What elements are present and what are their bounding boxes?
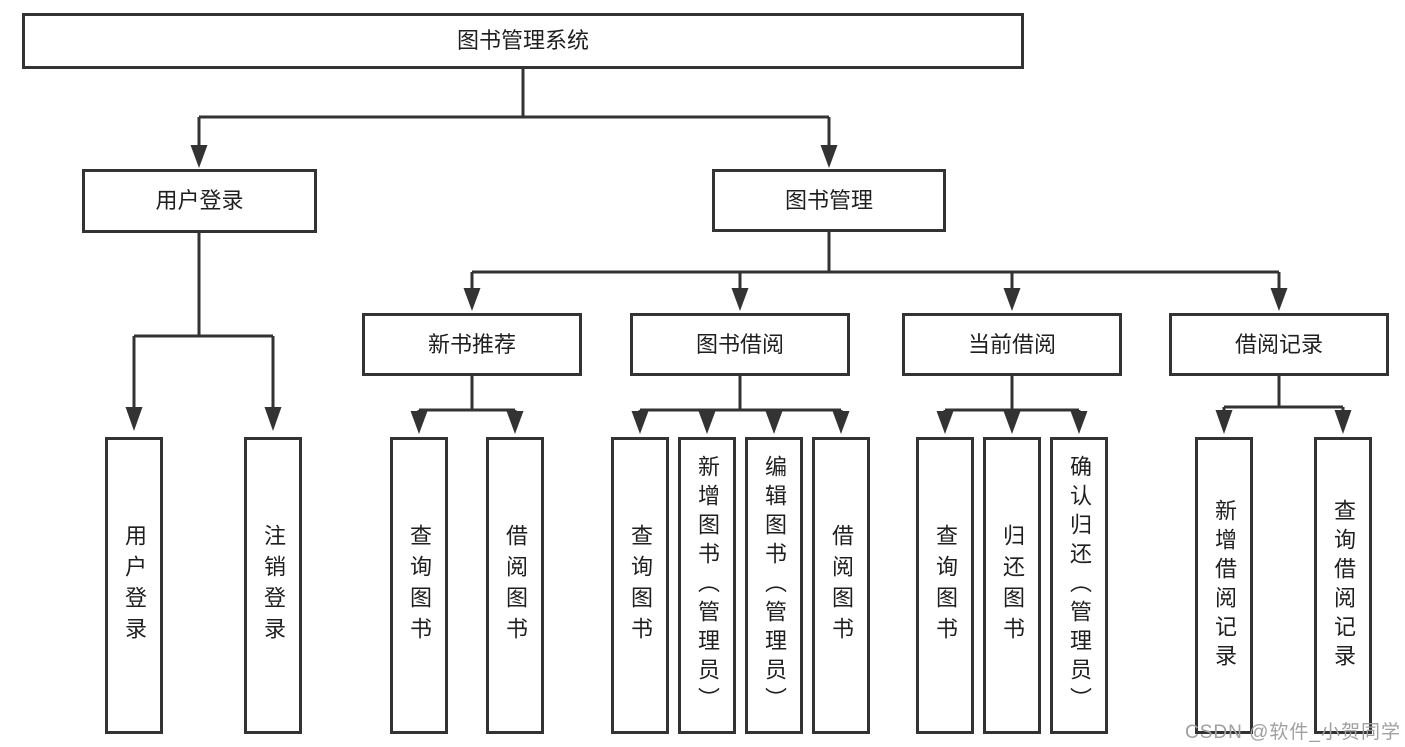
leaf-query-borrow-record: 查询借阅记录	[1314, 437, 1372, 734]
node-label: 借阅图书	[829, 523, 854, 648]
node-label: 确认归还（管理员）	[1067, 455, 1092, 716]
leaf-confirm-return-admin: 确认归还（管理员）	[1050, 437, 1108, 734]
leaf-edit-books-admin: 编辑图书（管理员）	[745, 437, 803, 734]
leaf-logout: 注销登录	[244, 437, 302, 734]
leaf-add-books-admin: 新增图书（管理员）	[678, 437, 736, 734]
node-label: 借阅记录	[1234, 331, 1323, 357]
node-book-borrow: 图书借阅	[630, 313, 850, 376]
node-label: 编辑图书（管理员）	[762, 455, 787, 716]
node-borrow-records: 借阅记录	[1169, 313, 1389, 376]
node-label: 图书管理	[784, 187, 873, 213]
node-label: 查询图书	[628, 523, 653, 648]
node-label: 用户登录	[155, 188, 244, 213]
leaf-return-books: 归还图书	[983, 437, 1041, 734]
node-label: 新增图书（管理员）	[695, 455, 720, 716]
node-label: 注销登录	[261, 523, 286, 648]
node-book-management: 图书管理	[712, 169, 946, 232]
csdn-watermark: CSDN @软件_小贺同学	[1185, 722, 1401, 743]
leaf-borrow-books-recommend: 借阅图书	[486, 437, 544, 734]
node-label: 当前借阅	[967, 331, 1056, 357]
leaf-query-books-recommend: 查询图书	[390, 437, 448, 734]
leaf-query-books-current: 查询图书	[916, 437, 974, 734]
node-new-book-recommend: 新书推荐	[362, 313, 582, 376]
node-label: 查询借阅记录	[1331, 498, 1356, 673]
node-library-management-system: 图书管理系统	[22, 13, 1024, 69]
node-label: 图书借阅	[695, 331, 784, 357]
leaf-user-login: 用户登录	[105, 437, 163, 734]
node-label: 新增借阅记录	[1212, 498, 1237, 673]
leaf-add-borrow-record: 新增借阅记录	[1195, 437, 1253, 734]
leaf-query-books-borrow: 查询图书	[611, 437, 669, 734]
node-label: 用户登录	[122, 523, 147, 648]
node-label: 图书管理系统	[456, 28, 589, 53]
node-label: 查询图书	[933, 523, 958, 648]
node-label: 归还图书	[1000, 523, 1025, 648]
node-user-login: 用户登录	[82, 169, 317, 233]
node-label: 查询图书	[407, 523, 432, 648]
node-label: 新书推荐	[427, 331, 516, 357]
node-current-borrow: 当前借阅	[902, 313, 1122, 376]
node-label: 借阅图书	[503, 523, 528, 648]
leaf-borrow-books: 借阅图书	[812, 437, 870, 734]
